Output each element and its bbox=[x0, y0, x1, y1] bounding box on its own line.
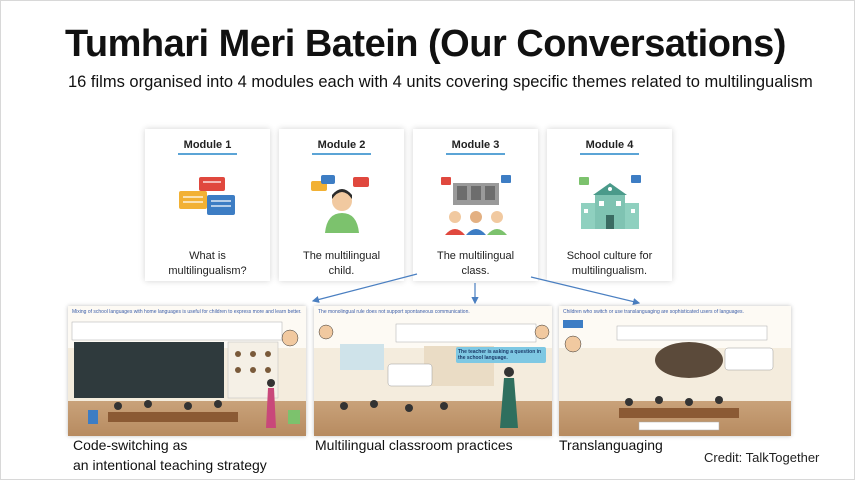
desc-line: multilingualism. bbox=[571, 265, 648, 277]
film-thumbnail-translanguaging: Children who switch or use translanguagi… bbox=[559, 306, 791, 436]
film-header: Children who switch or use translanguagi… bbox=[563, 309, 744, 315]
desc-line: What is bbox=[189, 250, 226, 262]
desc-line: The multilingual bbox=[436, 250, 515, 262]
slide-subtitle: 16 films organised into 4 modules each w… bbox=[68, 73, 813, 91]
desc-line: class. bbox=[461, 265, 490, 277]
module-card-2: Module 2 The multilingual child. bbox=[279, 129, 404, 281]
module-label: Module 1 bbox=[177, 139, 238, 155]
desc-line: child. bbox=[328, 265, 355, 277]
film-caption-3: Translanguaging bbox=[559, 437, 663, 453]
module-description: School culture for multilingualism. bbox=[547, 249, 672, 279]
classroom-illustration bbox=[563, 320, 774, 431]
arrow-to-film-3 bbox=[530, 276, 641, 306]
module-card-3: Module 3 The multilingual class. bbox=[413, 129, 538, 281]
credit-text: Credit: TalkTogether bbox=[704, 450, 820, 465]
module-description: The multilingual child. bbox=[279, 249, 404, 279]
school-building-icon bbox=[547, 173, 672, 235]
module-card-1: Module 1 What is multilingualism? bbox=[145, 129, 270, 281]
film-caption-1: Code-switching as bbox=[73, 437, 188, 453]
teacher-speech-bubble: The teacher is asking a question in the … bbox=[456, 347, 546, 363]
desc-line: School culture for bbox=[566, 250, 653, 262]
module-label: Module 3 bbox=[445, 139, 506, 155]
child-with-bubbles-icon bbox=[279, 173, 404, 235]
desc-line: The multilingual bbox=[302, 250, 381, 262]
film-caption-2: Multilingual classroom practices bbox=[315, 437, 513, 453]
module-label: Module 2 bbox=[311, 139, 372, 155]
module-card-4: Module 4 School culture for multilingual… bbox=[547, 129, 672, 281]
classroom-illustration bbox=[71, 321, 300, 428]
classroom-scripts-icon bbox=[413, 173, 538, 235]
arrow-to-film-1 bbox=[311, 273, 418, 303]
film-caption-1-line2: an intentional teaching strategy bbox=[73, 457, 267, 473]
film-thumbnail-multilingual-classroom: The monolingual rule does not support sp… bbox=[314, 306, 552, 436]
module-label: Module 4 bbox=[579, 139, 640, 155]
slide-title: Tumhari Meri Batein (Our Conversations) bbox=[65, 23, 786, 65]
speech-bubbles-icon bbox=[145, 173, 270, 235]
module-description: The multilingual class. bbox=[413, 249, 538, 279]
desc-line: multilingualism? bbox=[168, 265, 247, 277]
film-header: The monolingual rule does not support sp… bbox=[318, 309, 470, 315]
classroom-illustration bbox=[318, 323, 550, 428]
module-description: What is multilingualism? bbox=[145, 249, 270, 279]
film-header: Mixing of school languages with home lan… bbox=[72, 309, 302, 315]
film-thumbnail-code-switching: Mixing of school languages with home lan… bbox=[68, 306, 306, 436]
